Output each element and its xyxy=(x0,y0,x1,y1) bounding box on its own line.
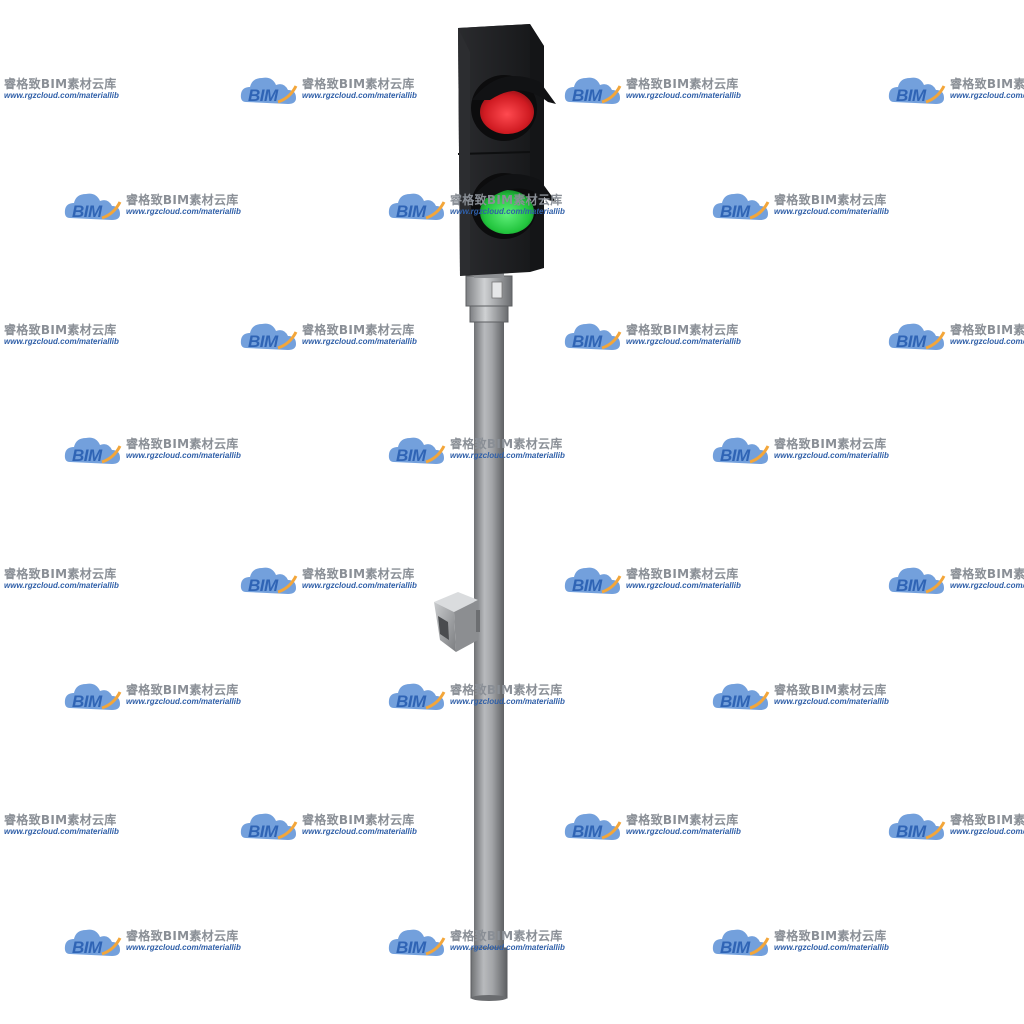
pole xyxy=(470,318,508,1001)
green-lamp xyxy=(471,173,556,239)
camera-box xyxy=(434,592,480,652)
red-lamp xyxy=(471,75,556,141)
mounting-collar xyxy=(465,268,513,323)
